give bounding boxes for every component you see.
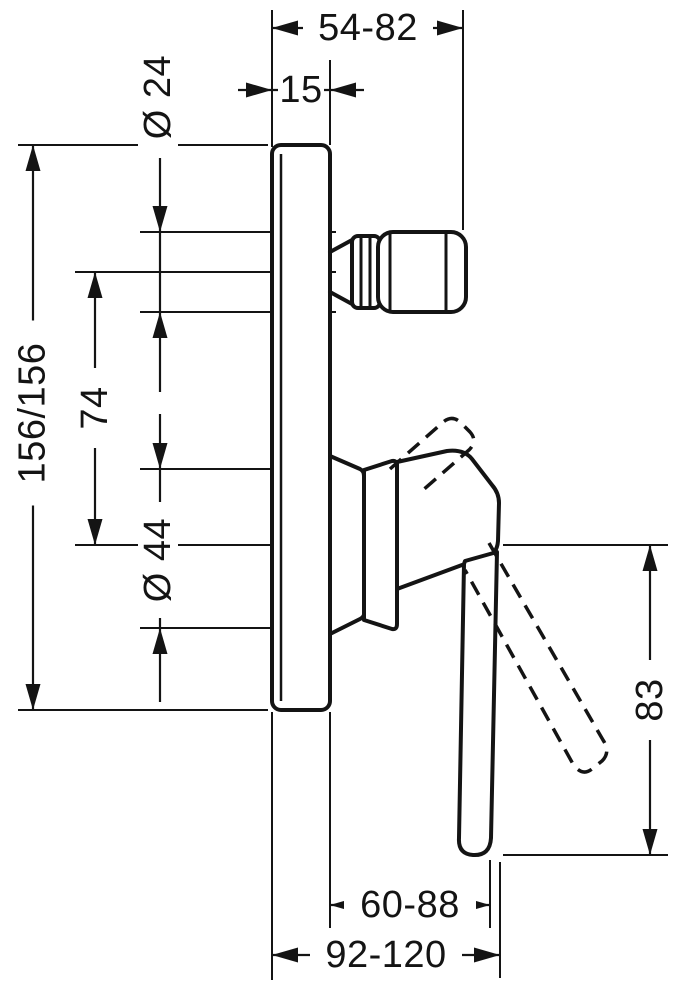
arrowhead-bottom: [87, 519, 103, 545]
arrowhead-bottom: [152, 312, 168, 338]
spout-body: [376, 230, 468, 314]
dim-label-axis-distance: 74: [74, 368, 116, 448]
dim-label-spout-diameter: Ø 24: [137, 39, 179, 155]
arrowhead-left: [272, 20, 298, 36]
arrowhead-bottom: [152, 628, 168, 654]
arrowhead-left: [246, 82, 272, 98]
wall-plate: [270, 143, 332, 712]
handle-body-dashed: [388, 416, 476, 492]
handle-escutcheon-cone: [328, 454, 366, 636]
handle-hub: [362, 458, 399, 632]
arrowhead-left: [272, 947, 298, 963]
handle-grip: [456, 550, 499, 858]
arrowhead-bottom: [642, 829, 658, 855]
lever-handle-solid: [328, 448, 501, 858]
dim-label-handle-diameter: Ø 44: [137, 502, 179, 618]
dim-label-lever-drop: 83: [629, 660, 671, 740]
arrowhead-top: [25, 145, 41, 171]
dim-label-plate-height: 156/156: [12, 320, 54, 506]
spout-neck: [328, 238, 354, 306]
arrowhead-bottom: [25, 684, 41, 710]
dim-label-projection-max: 92-120: [310, 935, 462, 975]
arrowhead-top: [642, 545, 658, 571]
lever-handle-alt-position-dashed: [388, 416, 609, 774]
dim-label-projection-min: 60-88: [344, 885, 476, 925]
spout-connection: [328, 230, 468, 314]
dimension-dia-24: [152, 158, 168, 392]
arrowhead-right: [474, 947, 500, 963]
dim-label-depth-total: 54-82: [303, 8, 433, 48]
arrowhead-right: [437, 20, 463, 36]
arrowhead-top: [87, 272, 103, 298]
dim-label-plate-thickness: 15: [278, 69, 324, 111]
arrowhead-top: [152, 443, 168, 469]
arrowhead-right: [330, 82, 356, 98]
wall-plate-outline: [270, 143, 332, 712]
arrowhead-top: [152, 206, 168, 232]
spout-collar: [350, 234, 382, 310]
